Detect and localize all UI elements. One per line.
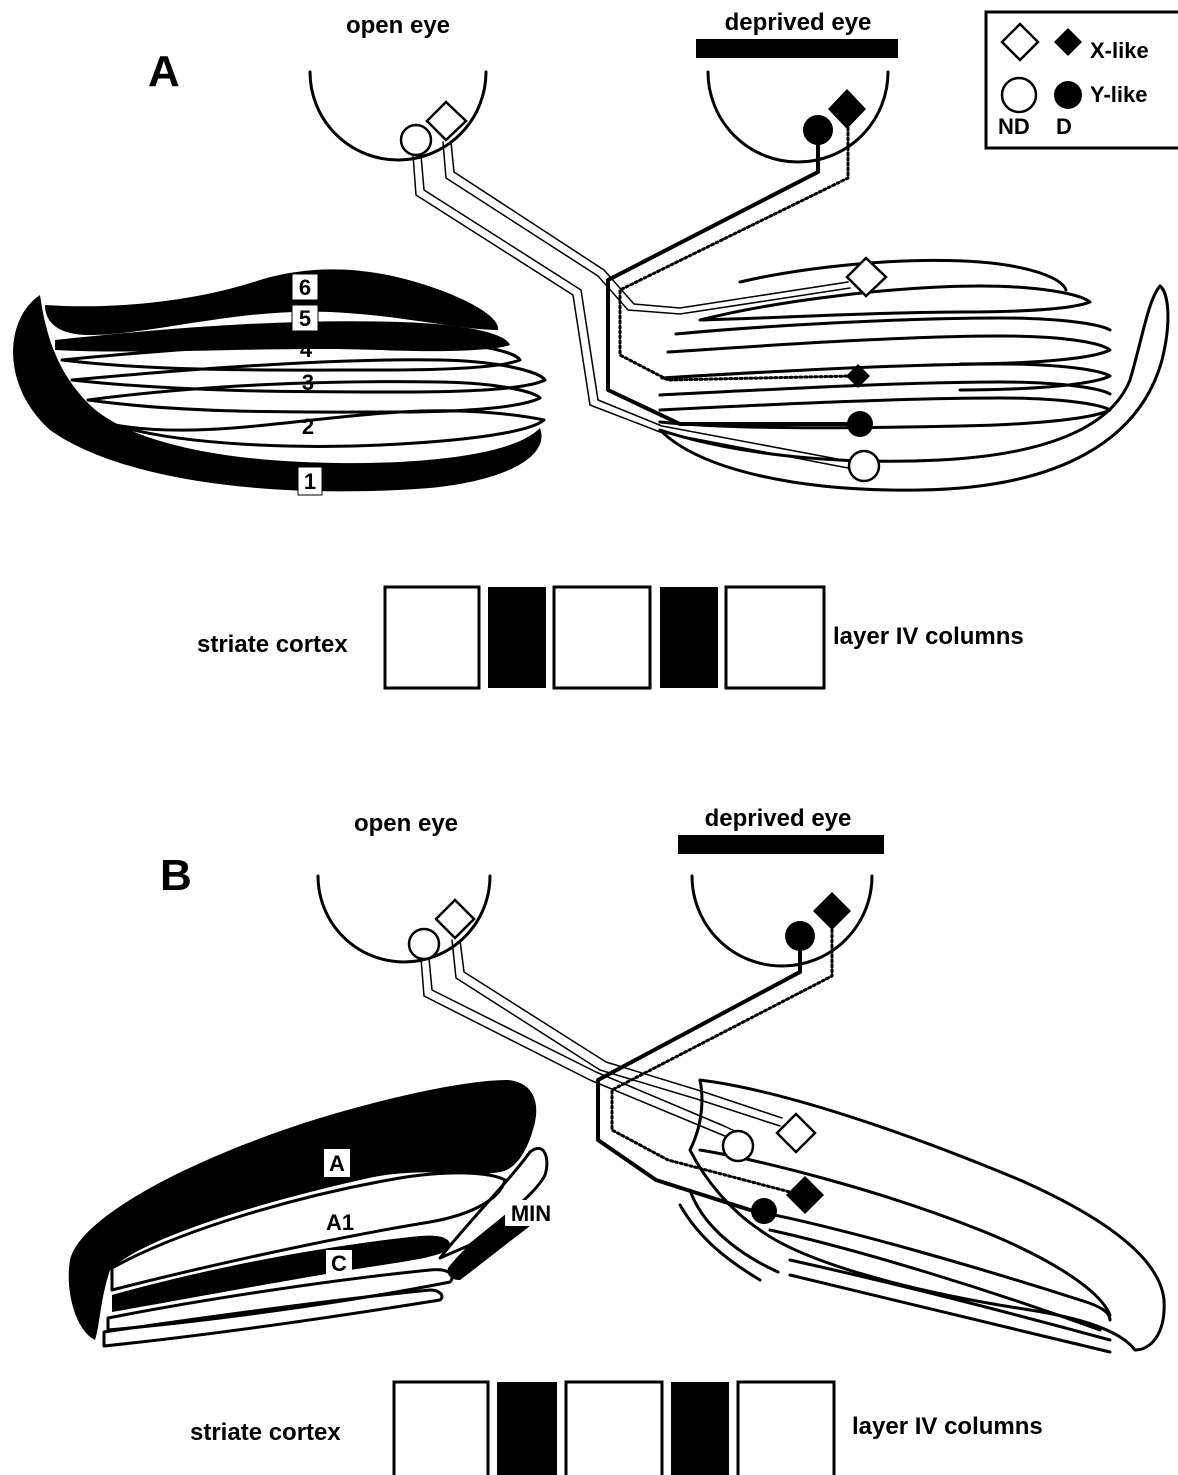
lgn-left: A A1 C MIN <box>69 1080 557 1346</box>
deprived-eye: deprived eye <box>678 805 884 966</box>
open-eye: open eye <box>318 810 490 962</box>
column-open <box>566 1382 662 1475</box>
open-eye-label: open eye <box>346 12 450 39</box>
cortex-left-label: striate cortex <box>190 1419 341 1446</box>
cortex-columns: striate cortex layer IV columns <box>190 1382 1043 1475</box>
column-deprived <box>488 587 546 688</box>
panel-b: B open eye deprived eye <box>69 805 1164 1475</box>
layer-number-4: 4 <box>300 337 313 362</box>
layer-number-6: 6 <box>292 274 318 300</box>
open-circle-icon <box>723 1131 753 1161</box>
filled-diamond-icon <box>813 892 851 930</box>
column-open <box>394 1382 488 1475</box>
lgn-right <box>660 258 1168 490</box>
layer-number-1: 1 <box>298 467 322 495</box>
column-open <box>385 587 479 688</box>
optic-pathways <box>413 128 852 468</box>
column-open <box>726 587 824 688</box>
column-deprived <box>671 1382 729 1475</box>
layer-number-2: 2 <box>302 414 314 439</box>
eye-occluder-bar <box>696 39 898 58</box>
layer-label-a1: A1 <box>326 1210 354 1235</box>
cortex-columns: striate cortex layer IV columns <box>197 587 1024 688</box>
column-open <box>554 587 650 688</box>
legend: X-like Y-like ND D <box>986 12 1178 148</box>
eye-occluder-bar <box>678 835 884 854</box>
deprived-eye: deprived eye <box>696 9 898 162</box>
open-circle-icon <box>409 929 439 959</box>
svg-text:5: 5 <box>299 306 311 331</box>
svg-text:1: 1 <box>304 469 316 494</box>
filled-diamond-icon <box>786 1176 824 1214</box>
filled-circle-icon <box>847 411 873 437</box>
open-diamond-icon <box>777 1114 815 1152</box>
panel-letter: A <box>148 47 180 96</box>
deprived-eye-label: deprived eye <box>705 805 852 832</box>
open-eye: open eye <box>310 12 486 160</box>
filled-circle-icon <box>751 1198 777 1224</box>
deprived-eye-label: deprived eye <box>725 9 872 36</box>
filled-diamond-icon <box>828 89 866 129</box>
panel-letter: B <box>160 851 192 900</box>
cortex-left-label: striate cortex <box>197 631 348 658</box>
column-open <box>738 1382 834 1475</box>
layer-2-band <box>115 411 544 447</box>
filled-circle-icon <box>785 921 815 951</box>
layer-label-c: C <box>331 1251 347 1276</box>
svg-text:6: 6 <box>299 275 311 300</box>
legend-y-like: Y-like <box>1090 82 1147 107</box>
column-deprived <box>660 587 718 688</box>
cortex-right-label: layer IV columns <box>852 1413 1043 1440</box>
layer-label-a: A <box>329 1151 345 1176</box>
open-eye-label: open eye <box>354 810 458 837</box>
filled-circle-icon <box>1054 81 1082 109</box>
layer-label-min: MIN <box>511 1201 551 1226</box>
layer-number-3: 3 <box>302 370 314 395</box>
open-circle-icon <box>401 125 431 155</box>
open-circle-icon <box>849 451 879 481</box>
cortex-right-label: layer IV columns <box>833 623 1024 650</box>
legend-x-like: X-like <box>1090 38 1149 63</box>
eyeball-arc <box>708 72 888 162</box>
column-deprived <box>497 1382 557 1475</box>
eyeball-arc <box>692 876 872 966</box>
open-circle-icon <box>1002 78 1036 112</box>
layer-number-5: 5 <box>292 305 318 331</box>
legend-d: D <box>1056 114 1072 139</box>
filled-circle-icon <box>803 115 833 145</box>
lgn-right <box>680 1080 1164 1352</box>
legend-nd: ND <box>998 114 1030 139</box>
lgn-left: 6 5 4 3 2 1 <box>13 269 545 495</box>
